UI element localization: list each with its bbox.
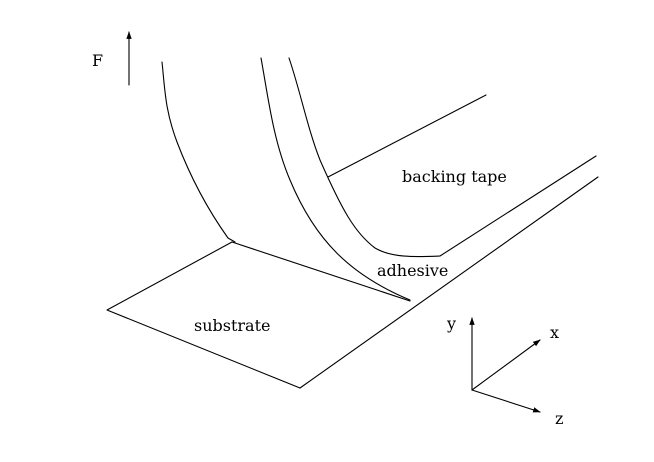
y-axis-label: y — [446, 314, 456, 333]
substrate-outline — [106, 241, 301, 389]
z-axis-arrow — [471, 389, 541, 413]
backing-tape-edge — [327, 94, 487, 178]
leftmost-peel-curve — [161, 61, 236, 243]
adhesive-outer-curve — [288, 57, 597, 258]
adhesive-inner-curve — [260, 57, 411, 301]
x-axis-arrow — [471, 339, 541, 391]
force-label: F — [92, 51, 103, 70]
substrate-right-edge — [299, 176, 599, 389]
substrate-far-edge — [231, 241, 411, 302]
adhesive-label: adhesive — [377, 261, 448, 280]
backing-tape-label: backing tape — [402, 167, 507, 186]
substrate-label: substrate — [194, 316, 270, 335]
z-axis-label: z — [555, 409, 563, 428]
x-axis-label: x — [550, 323, 559, 342]
